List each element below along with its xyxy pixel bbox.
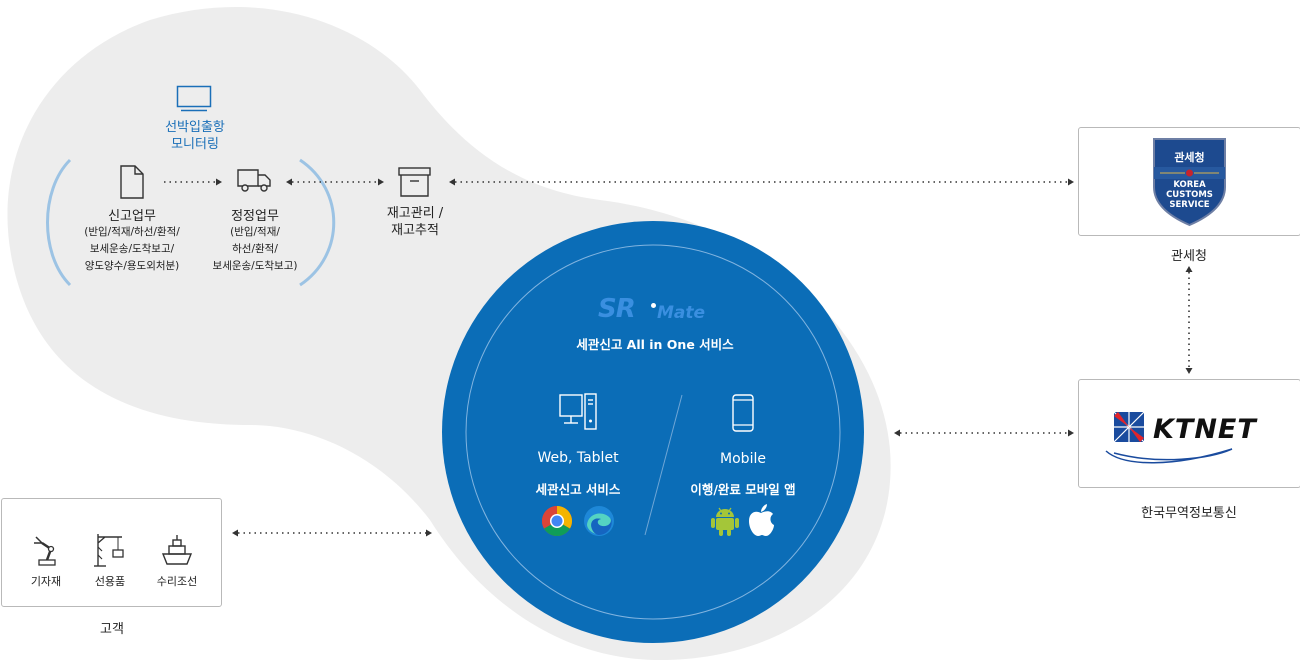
left-bracket <box>46 158 72 287</box>
monitoring-title-line1: 선박입출항 <box>165 120 225 135</box>
customer-label-1: 기자재 <box>30 575 62 588</box>
srmate-logo: SR Mate <box>598 294 716 326</box>
edge-icon <box>584 506 614 536</box>
document-icon <box>120 165 144 199</box>
declaration-title: 신고업무 <box>108 209 156 224</box>
box-icon <box>398 167 431 197</box>
customer-label-3: 수리조선 <box>156 575 198 588</box>
correction-title: 정정업무 <box>231 209 279 224</box>
srmate-logo-sub: Mate <box>657 303 706 323</box>
customs-badge-line-3: SERVICE <box>1169 200 1210 210</box>
srmate-circle <box>442 221 864 643</box>
correction-line-2: 하선/환적/ <box>232 243 278 255</box>
chrome-icon <box>541 506 573 537</box>
android-icon <box>711 507 739 536</box>
declaration-line-2: 보세운송/도착보고/ <box>89 243 175 255</box>
customs-badge-top: 관세청 <box>1174 151 1205 164</box>
customers-caption: 고객 <box>100 622 124 637</box>
srmate-logo-main: SR <box>598 294 636 324</box>
correction-line-1: (반입/적재/ <box>230 226 280 238</box>
monitor-icon <box>176 85 212 112</box>
ktnet-logo-text: KTNET <box>1153 414 1257 445</box>
inventory-title: 재고관리 / 재고추적 <box>370 205 460 239</box>
ship-icon <box>161 535 193 565</box>
declaration-line-3: 양도양수/용도외처분) <box>84 260 180 272</box>
desktop-icon <box>559 393 597 430</box>
mobile-title: Mobile <box>720 451 766 467</box>
crane-icon <box>94 534 124 567</box>
customs-badge-line-2: CUSTOMS <box>1166 190 1213 200</box>
customs-badge-lines: KOREA CUSTOMS SERVICE <box>1150 180 1229 210</box>
monitoring-title-line2: 모니터링 <box>171 137 219 152</box>
monitoring-title: 선박입출항 모니터링 <box>155 119 235 153</box>
correction-line-3: 보세운송/도착보고) <box>212 260 298 272</box>
customs-caption: 관세청 <box>1171 249 1207 264</box>
srmate-inner-ring <box>465 244 841 620</box>
mobile-subtitle: 이행/완료 모바일 앱 <box>690 482 796 497</box>
declaration-details: (반입/적재/하선/환적/ 보세운송/도착보고/ 양도양수/용도외처분) <box>62 224 202 275</box>
correction-details: (반입/적재/ 하선/환적/ 보세운송/도착보고) <box>195 224 315 275</box>
inventory-line-2: 재고추적 <box>391 223 439 238</box>
declaration-line-1: (반입/적재/하선/환적/ <box>84 226 180 238</box>
web-subtitle: 세관신고 서비스 <box>535 482 621 497</box>
robot-arm-icon <box>34 536 56 566</box>
inventory-line-1: 재고관리 / <box>386 206 444 221</box>
web-title: Web, Tablet <box>537 450 619 466</box>
apple-icon <box>749 504 774 536</box>
customer-label-2: 선용품 <box>94 575 126 588</box>
truck-icon <box>237 169 271 192</box>
right-bracket <box>299 158 336 287</box>
divider-line <box>644 394 683 536</box>
ktnet-caption: 한국무역정보통신 <box>1141 506 1237 521</box>
customs-badge-line-1: KOREA <box>1173 180 1206 190</box>
customs-badge-icon <box>1153 138 1226 227</box>
srmate-tagline: 세관신고 All in One 서비스 <box>576 337 734 352</box>
smartphone-icon <box>732 394 754 432</box>
ktnet-emblem-icon <box>1105 411 1233 464</box>
